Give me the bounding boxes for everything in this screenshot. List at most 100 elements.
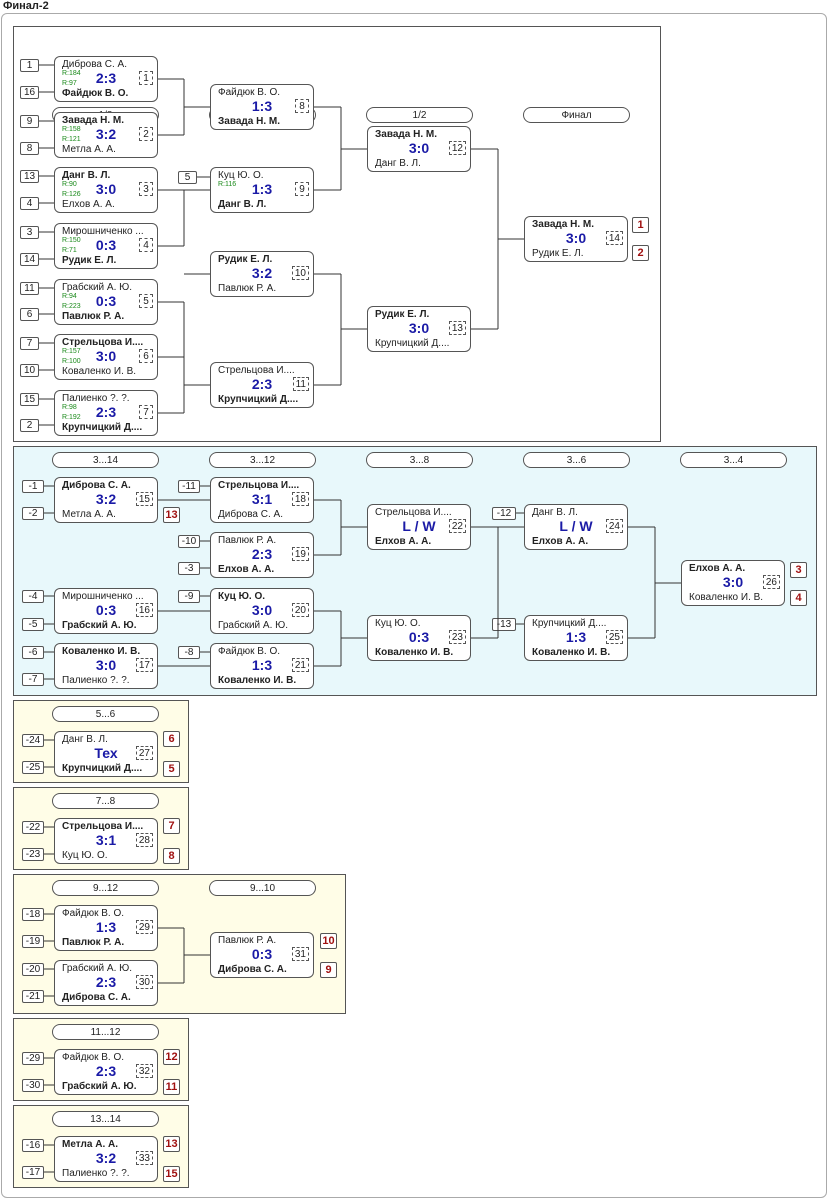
rating-bottom: R:126 [62, 191, 81, 198]
player-bottom: Крупчицкий Д.... [62, 422, 143, 433]
place-box: 5 [163, 761, 180, 777]
round-header: 5...6 [52, 706, 159, 722]
place-box: 13 [163, 1136, 180, 1152]
player-bottom: Метла А. А. [62, 144, 116, 155]
match-number: 3 [139, 182, 153, 196]
rating-top: R:98 [62, 404, 77, 411]
player-top: Куц Ю. О. [218, 591, 266, 602]
match-number: 6 [139, 349, 153, 363]
match-score: 3:2 [95, 126, 117, 142]
match-score: 3:2 [95, 491, 117, 507]
round-header: 13...14 [52, 1111, 159, 1127]
player-bottom: Коваленко И. В. [218, 675, 297, 686]
seed-box: 3 [20, 226, 39, 239]
place-box: 15 [163, 1166, 180, 1182]
match-score: 1:3 [251, 657, 273, 673]
player-top: Куц Ю. О. [375, 618, 421, 629]
match-score: 2:3 [95, 1063, 117, 1079]
seed-box: -22 [22, 821, 44, 834]
match-number: 19 [291, 547, 309, 561]
rating-top: R:150 [62, 237, 81, 244]
match-score: 0:3 [95, 237, 117, 253]
player-bottom: Палиенко ?. ?. [62, 1168, 130, 1179]
player-top: Мирошниченко ... [62, 591, 144, 602]
match-number: 28 [135, 833, 153, 847]
match-number: 31 [291, 947, 309, 961]
player-bottom: Файдюк В. О. [62, 88, 129, 99]
round-header: 7...8 [52, 793, 159, 809]
place-box: 1 [632, 217, 649, 233]
match-score: 3:2 [251, 265, 273, 281]
match-number: 12 [448, 141, 466, 155]
match-number: 30 [135, 975, 153, 989]
rating-bottom: R:71 [62, 247, 77, 254]
round-header: 9...12 [52, 880, 159, 896]
match-score: 3:0 [408, 320, 430, 336]
page-title: Финал-2 [3, 0, 49, 12]
player-top: Стрельцова И.... [375, 507, 452, 518]
player-top: Павлюк Р. А. [218, 935, 277, 946]
seed-box: -23 [22, 848, 44, 861]
seed-box: 9 [20, 115, 39, 128]
player-top: Метла А. А. [62, 1139, 118, 1150]
place-box: 2 [632, 245, 649, 261]
player-bottom: Крупчицкий Д.... [62, 763, 143, 774]
match-number: 24 [605, 519, 623, 533]
match-number: 9 [295, 182, 309, 196]
match-score: 3:0 [95, 657, 117, 673]
match-number: 25 [605, 630, 623, 644]
match-number: 33 [135, 1151, 153, 1165]
match-score: 0:3 [95, 602, 117, 618]
seed-box: -3 [178, 562, 200, 575]
seed-box: -20 [22, 963, 44, 976]
player-bottom: Коваленко И. В. [532, 647, 611, 658]
match-score: 3:1 [251, 491, 273, 507]
player-top: Мирошниченко ... [62, 226, 144, 237]
player-bottom: Рудик Е. Л. [62, 255, 117, 266]
player-top: Файдюк В. О. [62, 1052, 125, 1063]
match-score: 3:0 [95, 348, 117, 364]
match-number: 15 [135, 492, 153, 506]
player-top: Рудик Е. Л. [218, 254, 273, 265]
round-header: 3...6 [523, 452, 630, 468]
seed-box: 4 [20, 197, 39, 210]
player-top: Павлюк Р. А. [218, 535, 277, 546]
match-number: 4 [139, 238, 153, 252]
match-number: 13 [448, 321, 466, 335]
match-number: 7 [139, 405, 153, 419]
player-top: Куц Ю. О. [218, 170, 264, 181]
